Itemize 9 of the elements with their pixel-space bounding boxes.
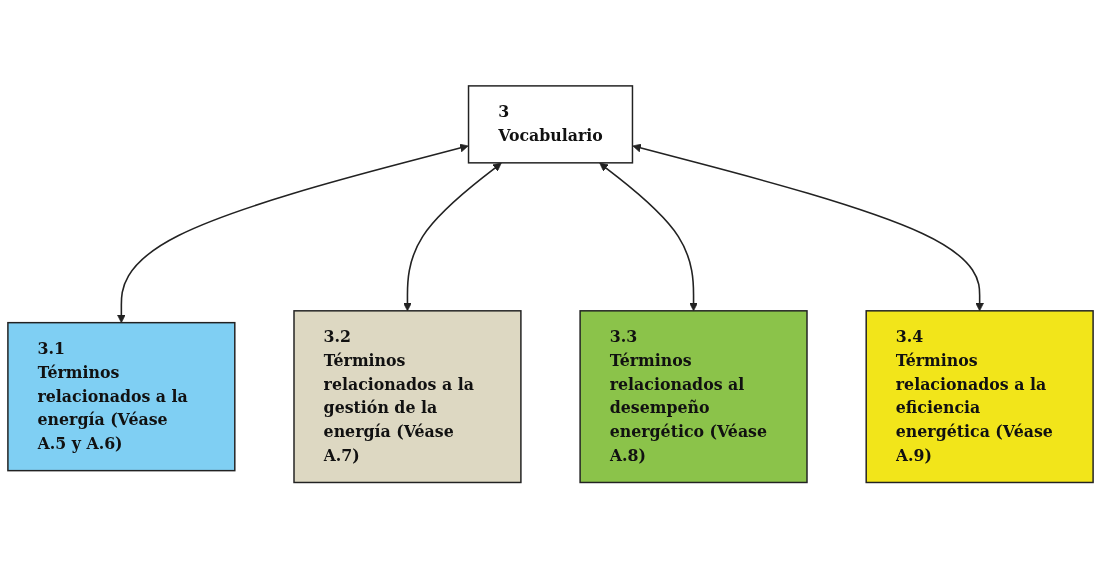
node-box: 3.4 Términos relacionados a la eficiencia energética (Véase A.9) [865, 310, 1094, 484]
node-box: 3.2 Términos relacionados a la gestión de la energía (Véase A.7) [293, 310, 522, 484]
arrow [117, 144, 469, 324]
node-box: 3 Vocabulario [467, 85, 634, 164]
arrow [599, 163, 698, 312]
node-box: 3.3 Términos relacionados al desempeño energético (Véase A.8) [579, 310, 808, 484]
arrow [632, 144, 984, 312]
arrow [403, 163, 502, 312]
node-box: 3.1 Términos relacionados a la energía (Véase A.5 y A.6) [7, 322, 236, 472]
